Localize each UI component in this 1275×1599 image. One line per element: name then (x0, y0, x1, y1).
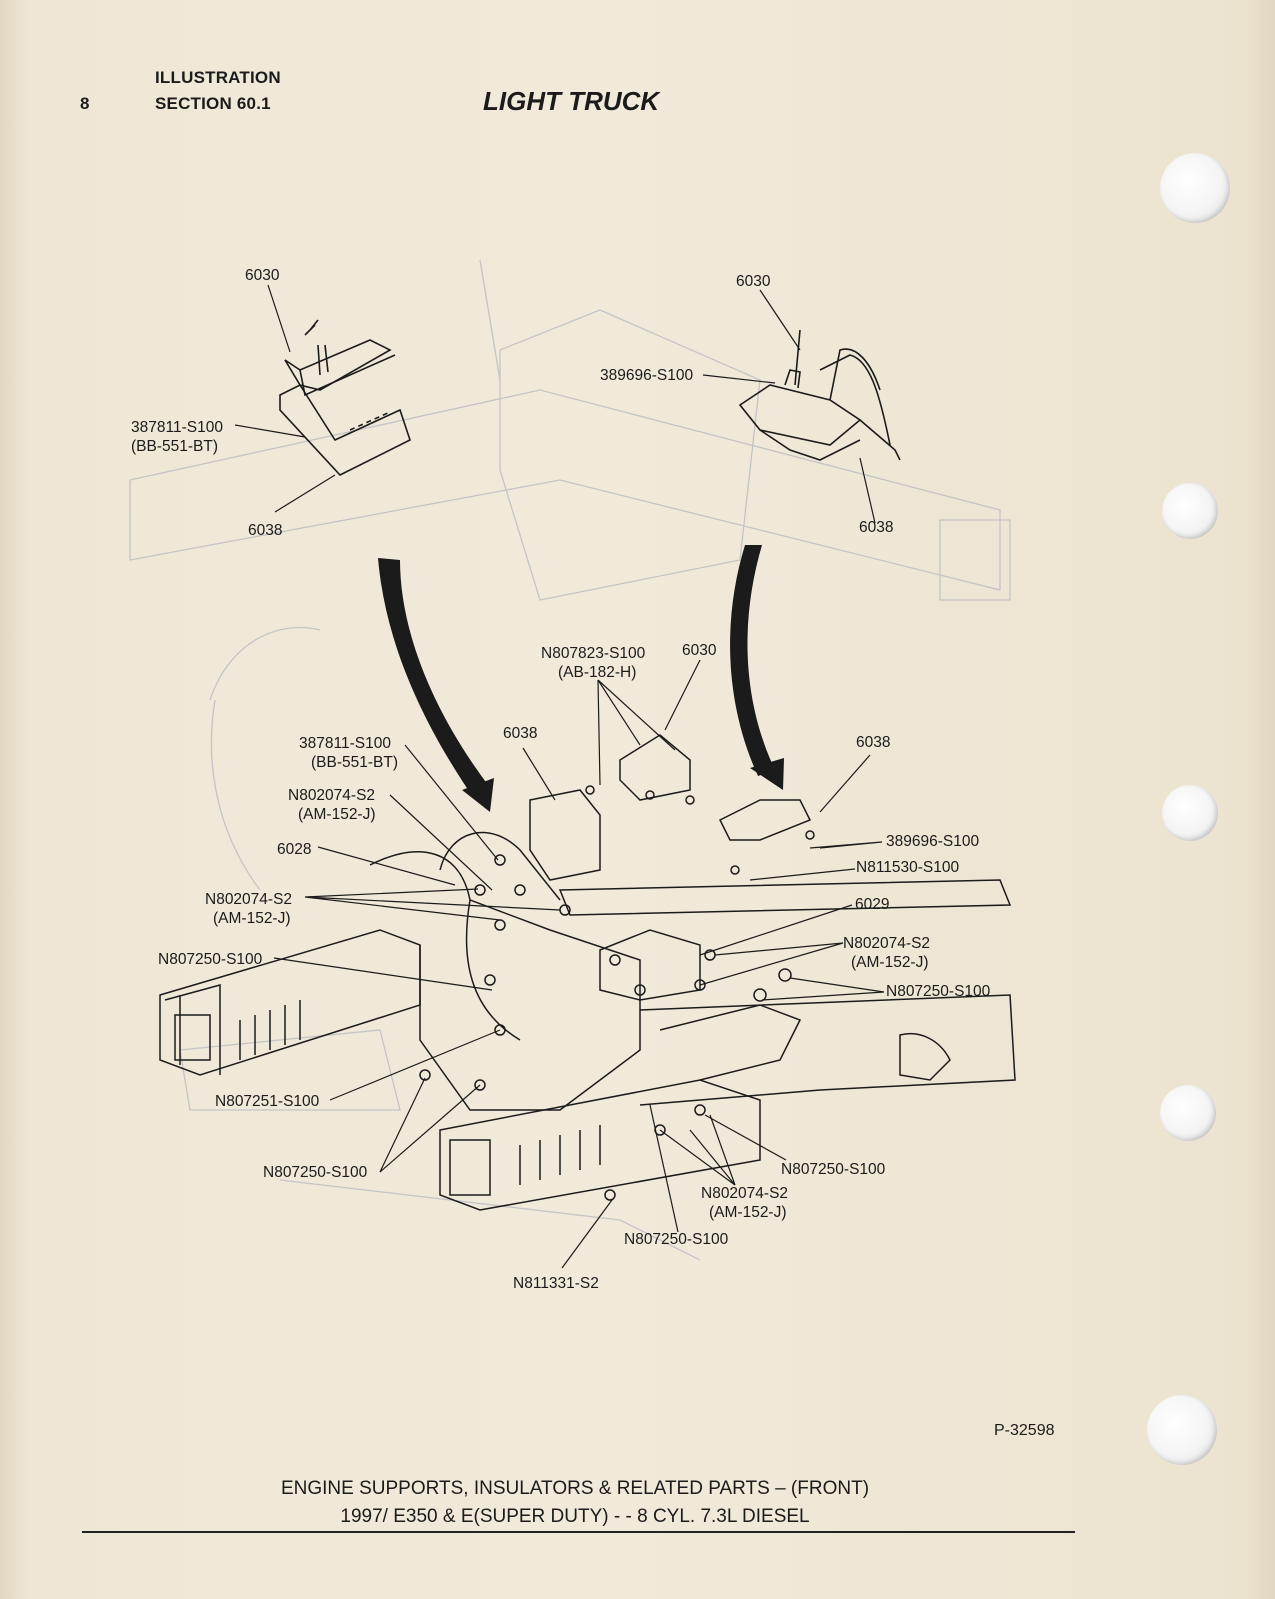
callout-n802074-left: N802074-S2(AM-152-J) (205, 891, 293, 927)
callout-n811331: N811331-S2 (513, 1275, 599, 1292)
callout-tl-387811: 387811-S100(BB-551-BT) (131, 419, 223, 455)
callout-n807250-lower-left: N807250-S100 (263, 1164, 368, 1181)
direction-arrows (378, 545, 784, 812)
leader-lines (234, 284, 885, 1269)
callout-m-6038-left: 6038 (503, 725, 538, 742)
caption-line-2: 1997/ E350 & E(SUPER DUTY) - - 8 CYL. 7.… (340, 1506, 810, 1527)
callout-n802074-lower: N802074-S2(AM-152-J) (701, 1185, 789, 1221)
callout-n807251: N807251-S100 (215, 1093, 320, 1110)
callout-m-6038-right: 6038 (856, 734, 891, 751)
binder-hole (1160, 1085, 1216, 1141)
bleed-through-artwork (129, 259, 1011, 1261)
callout-n807250-bottom: N807250-S100 (624, 1231, 729, 1248)
callout-tl-6030: 6030 (245, 267, 280, 284)
callout-6029: 6029 (855, 896, 890, 913)
page-number: 8 (80, 94, 90, 113)
binder-hole (1160, 153, 1230, 223)
binder-hole (1147, 1395, 1217, 1465)
callout-m-387811: 387811-S100(BB-551-BT) (299, 735, 398, 771)
callout-n811530: N811530-S100 (856, 859, 960, 876)
frame-assembly (159, 734, 1016, 1211)
section-label: SECTION 60.1 (155, 94, 271, 113)
detail-top-left-insulator (279, 319, 411, 476)
callout-n807250-left: N807250-S100 (158, 951, 263, 968)
bottom-rule (82, 1531, 1075, 1533)
callout-tr-6030: 6030 (736, 273, 771, 290)
callout-n807823: N807823-S100(AB-182-H) (541, 645, 646, 681)
callout-m-6030: 6030 (682, 642, 717, 659)
callout-n802074-right: N802074-S2(AM-152-J) (843, 935, 931, 971)
callout-n807250-lower-right: N807250-S100 (781, 1161, 886, 1178)
callout-n807250-right: N807250-S100 (886, 983, 991, 1000)
binder-hole (1162, 483, 1218, 539)
figure-reference: P-32598 (994, 1422, 1055, 1439)
page-title: LIGHT TRUCK (483, 86, 660, 116)
detail-top-right-insulator (738, 329, 901, 461)
callout-m-389696: 389696-S100 (886, 833, 980, 850)
caption-line-1: ENGINE SUPPORTS, INSULATORS & RELATED PA… (280, 1478, 870, 1499)
illustration-label: ILLUSTRATION (155, 68, 281, 87)
callout-tr-6038: 6038 (859, 519, 894, 536)
callout-tl-6038: 6038 (248, 522, 283, 539)
callout-tr-389696: 389696-S100 (600, 367, 694, 384)
binder-hole (1162, 785, 1218, 841)
callout-n802074-upper: N802074-S2(AM-152-J) (288, 787, 376, 823)
callout-6028: 6028 (277, 841, 312, 858)
